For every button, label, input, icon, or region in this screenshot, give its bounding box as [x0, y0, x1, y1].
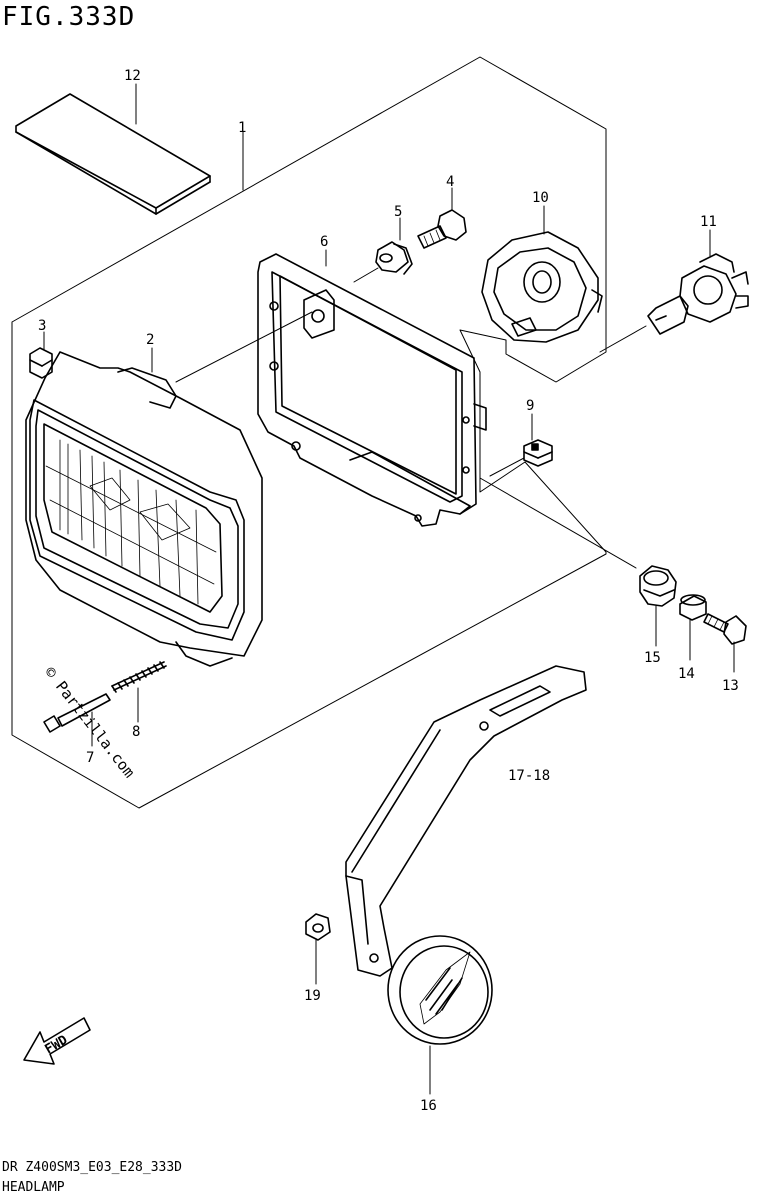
part-5-grommet[interactable]	[375, 241, 413, 275]
mount-line-5	[353, 267, 379, 283]
part-12-pad[interactable]	[15, 93, 211, 215]
callout-10[interactable]: 10	[532, 190, 549, 206]
callout-14[interactable]: 14	[678, 666, 695, 682]
part-11-bulb[interactable]	[647, 253, 749, 335]
reference-17-18: 17-18	[508, 768, 550, 784]
callout-9[interactable]: 9	[526, 398, 534, 414]
callout-13[interactable]: 13	[722, 678, 739, 694]
callout-1[interactable]: 1	[238, 120, 246, 136]
part-4-screw[interactable]	[417, 209, 467, 249]
callout-12[interactable]: 12	[124, 68, 141, 84]
callout-6[interactable]: 6	[320, 234, 328, 250]
assembly-boundary	[11, 56, 607, 809]
part-13-bolt[interactable]	[703, 613, 747, 645]
fwd-label: FWD	[43, 1033, 71, 1058]
part-2-headlamp-unit[interactable]	[25, 351, 263, 667]
part-16-reflector[interactable]	[387, 935, 493, 1045]
part-9-clip-nut[interactable]	[523, 439, 553, 467]
callout-11[interactable]: 11	[700, 214, 717, 230]
part-8-spring[interactable]	[111, 661, 167, 693]
part-7-screw[interactable]	[43, 693, 111, 733]
callout-4[interactable]: 4	[446, 174, 454, 190]
part-17-18-bracket[interactable]	[345, 665, 587, 977]
callout-2[interactable]: 2	[146, 332, 154, 348]
callout-7[interactable]: 7	[86, 750, 94, 766]
mount-line-11	[599, 325, 647, 353]
mount-line-9	[489, 457, 525, 477]
callout-16[interactable]: 16	[420, 1098, 437, 1114]
callout-3[interactable]: 3	[38, 318, 46, 334]
part-15-grommet[interactable]	[639, 565, 677, 607]
mount-line-13	[479, 477, 637, 569]
mount-line-2-6	[175, 311, 313, 383]
fwd-arrow-icon: FWD	[23, 1017, 91, 1065]
footer-diagram-code: DR Z400SM3_E03_E28_333D	[2, 1160, 183, 1175]
callout-19[interactable]: 19	[304, 988, 321, 1004]
part-14-collar[interactable]	[679, 594, 707, 621]
figure-title: FIG.333D	[2, 2, 136, 32]
part-6-headlamp-frame[interactable]	[257, 253, 487, 527]
part-10-socket-cover[interactable]	[481, 231, 603, 343]
callout-5[interactable]: 5	[394, 204, 402, 220]
footer-section-name: HEADLAMP	[2, 1180, 65, 1195]
part-19-nut[interactable]	[305, 913, 331, 941]
part-3-clip[interactable]	[29, 347, 53, 379]
callout-8[interactable]: 8	[132, 724, 140, 740]
callout-15[interactable]: 15	[644, 650, 661, 666]
